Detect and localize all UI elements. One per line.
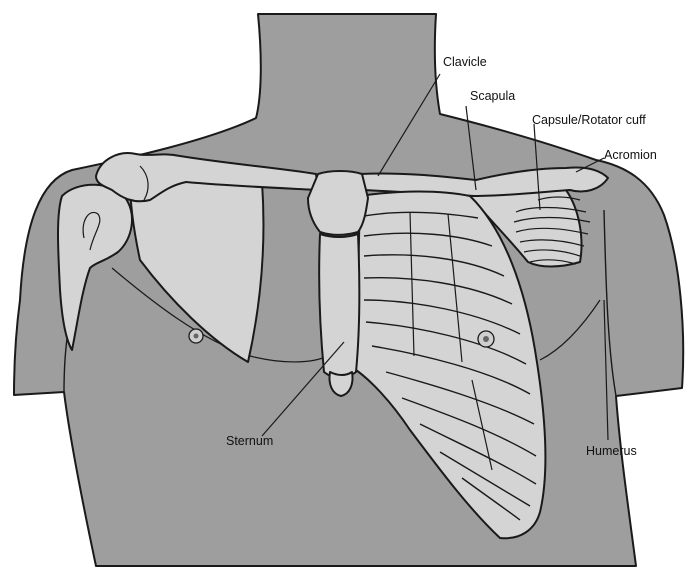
label-acromion: Acromion [604,148,657,162]
label-clavicle: Clavicle [443,55,487,69]
sternum-manubrium [308,171,368,235]
sternum-body [319,234,359,378]
right-nipple [478,331,494,347]
left-nipple [189,329,203,343]
label-scapula: Scapula [470,89,515,103]
label-capsule-rotator-cuff: Capsule/Rotator cuff [532,113,646,127]
label-humerus: Humerus [586,444,637,458]
label-sternum: Sternum [226,434,273,448]
